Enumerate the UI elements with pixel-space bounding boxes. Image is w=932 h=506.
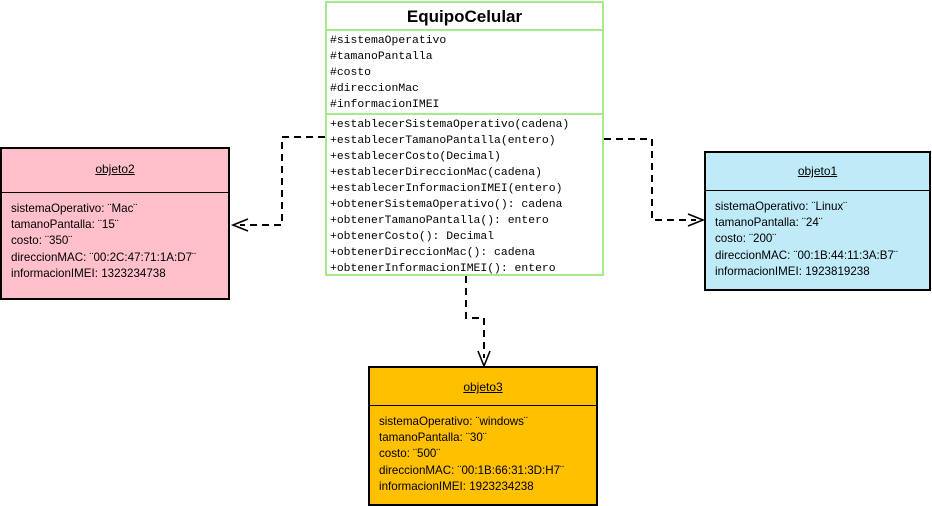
class-methods: +establecerSistemaOperativo(cadena) +est… [327,115,602,277]
class-method: +establecerInformacionIMEI(entero) [330,183,563,195]
object-field: tamanoPantalla: ¨15¨ [11,218,119,232]
object-field: costo: ¨200¨ [715,232,777,246]
arrow-to-objeto3 [465,276,485,358]
object-objeto2: objeto2 sistemaOperativo: ¨Mac¨ tamanoPa… [0,147,230,300]
class-equipocelular: EquipoCelular #sistemaOperativo #tamanoP… [325,1,604,276]
object-field: informacionIMEI: 1323234738 [11,266,166,280]
class-method: +obtenerTamanoPantalla(): entero [330,215,549,227]
class-attributes: #sistemaOperativo #tamanoPantalla #costo… [327,31,602,115]
class-attribute: #sistemaOperativo [330,35,447,47]
object-field: informacionIMEI: 1923234238 [379,479,534,493]
class-method: +obtenerInformacionIMEI(): entero [330,263,556,275]
arrowhead-objeto2 [230,218,249,232]
object-field: costo: ¨350¨ [11,234,73,248]
object-field: tamanoPantalla: ¨24¨ [715,216,823,230]
object-field: costo: ¨500¨ [379,447,441,461]
object-field: tamanoPantalla: ¨30¨ [379,431,487,445]
arrow-to-objeto1 [604,138,696,221]
class-method: +establecerTamanoPantalla(entero) [330,135,556,147]
object-name: objeto3 [370,368,596,406]
object-field: direccionMAC: ¨00:1B:66:31:3D:H7¨ [379,463,564,477]
class-attribute: #tamanoPantalla [330,51,433,63]
class-method: +obtenerSistemaOperativo(): cadena [330,199,563,211]
object-fields: sistemaOperativo: ¨Mac¨ tamanoPantalla: … [2,193,228,282]
object-fields: sistemaOperativo: ¨Linux¨ tamanoPantalla… [706,191,929,280]
class-attribute: #informacionIMEI [330,99,440,111]
object-name: objeto1 [706,153,929,191]
class-method: +establecerDireccionMac(cadena) [330,167,542,179]
object-fields: sistemaOperativo: ¨windows¨ tamanoPantal… [370,406,596,495]
class-method: +establecerSistemaOperativo(cadena) [330,119,570,131]
arrow-to-objeto2 [240,136,325,226]
object-field: sistemaOperativo: ¨Linux¨ [715,200,848,213]
object-field: sistemaOperativo: ¨windows¨ [379,415,528,428]
arrowhead-objeto1 [687,213,706,227]
arrowhead-objeto3 [477,350,491,369]
object-name: objeto2 [2,149,228,193]
object-objeto3: objeto3 sistemaOperativo: ¨windows¨ tama… [368,366,598,506]
class-method: +obtenerCosto(): Decimal [330,231,495,243]
object-field: direccionMAC: ¨00:2C:47:71:1A:D7¨ [11,250,196,264]
class-attribute: #costo [330,67,372,79]
class-name: EquipoCelular [327,3,602,31]
class-method: +establecerCosto(Decimal) [330,151,501,163]
object-field: informacionIMEI: 1923819238 [715,264,870,278]
object-field: sistemaOperativo: ¨Mac¨ [11,202,138,215]
class-method: +obtenerDireccionMac(): cadena [330,247,536,259]
object-field: direccionMAC: ¨00:1B:44:11:3A:B7¨ [715,248,898,262]
object-objeto1: objeto1 sistemaOperativo: ¨Linux¨ tamano… [704,151,931,291]
class-attribute: #direccionMac [330,83,419,95]
